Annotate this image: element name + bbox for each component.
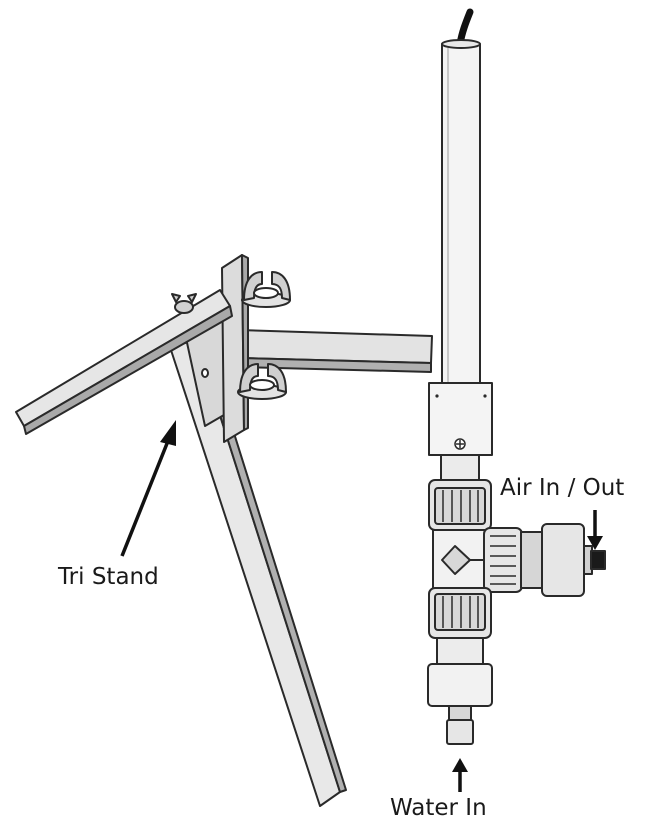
- sensor-tube-top: [441, 39, 481, 49]
- side-fitting-sleeve: [520, 531, 544, 589]
- tee-body: [432, 529, 490, 591]
- water-in-label: Water In: [390, 795, 487, 821]
- lower-collar: [427, 663, 493, 707]
- housing-screw-top-right: [483, 394, 487, 398]
- sensor-assembly: [427, 8, 606, 745]
- housing-screw-top-left: [435, 394, 439, 398]
- arrow-air-head: [587, 536, 603, 550]
- tri-stand: [15, 254, 433, 807]
- water-inlet: [446, 719, 474, 745]
- arrow-tri-stand-head: [160, 420, 176, 446]
- tri-stand-label: Tri Stand: [58, 564, 159, 590]
- tee-nut-lower: [428, 587, 492, 639]
- arrow-water-head: [452, 758, 468, 772]
- tee-nut-side: [483, 527, 523, 593]
- air-valve: [590, 550, 606, 570]
- clamp-hook-lower: [237, 363, 287, 400]
- air-in-out-label: Air In / Out: [500, 475, 625, 501]
- stand-post: [221, 254, 245, 443]
- clamp-hook-upper: [241, 271, 291, 308]
- sensor-neck: [440, 454, 480, 482]
- stand-gusset-hole: [201, 368, 209, 378]
- wing-nut: [171, 293, 197, 314]
- arrow-tri-stand-shaft: [120, 435, 172, 557]
- stand-leg-diagonal: [169, 339, 341, 807]
- arrows: [120, 420, 603, 792]
- side-fitting-body: [541, 523, 585, 597]
- tee-nut-upper: [428, 479, 492, 531]
- stand-arm-upper-left-side: [23, 305, 233, 435]
- lower-coupling: [436, 637, 484, 667]
